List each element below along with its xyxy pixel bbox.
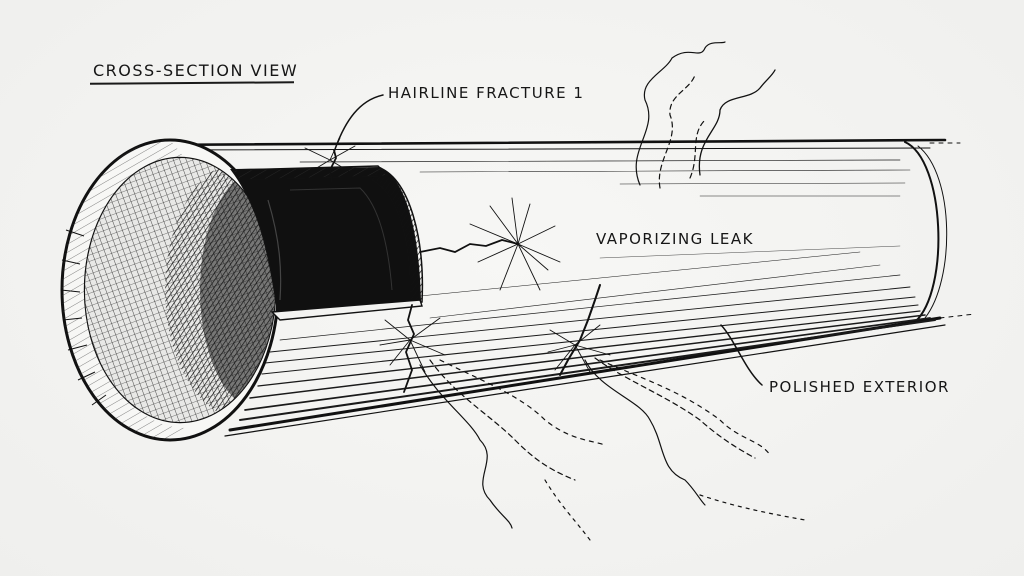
pipe-body bbox=[148, 138, 976, 437]
fracture-annotation: Hairline Fracture 1 bbox=[388, 84, 585, 102]
cutaway-section bbox=[230, 165, 424, 321]
leak-annotation: Vaporizing Leak bbox=[596, 230, 755, 248]
fracture-cracks bbox=[329, 149, 601, 393]
diagram-title: Cross-Section View bbox=[93, 61, 299, 80]
surface-shading bbox=[239, 159, 936, 421]
vapor-plumes bbox=[419, 41, 806, 541]
exterior-annotation: Polished Exterior bbox=[769, 378, 950, 396]
inner-bore bbox=[85, 158, 275, 422]
leader-lines bbox=[333, 94, 763, 386]
crack-bursts bbox=[304, 137, 611, 373]
